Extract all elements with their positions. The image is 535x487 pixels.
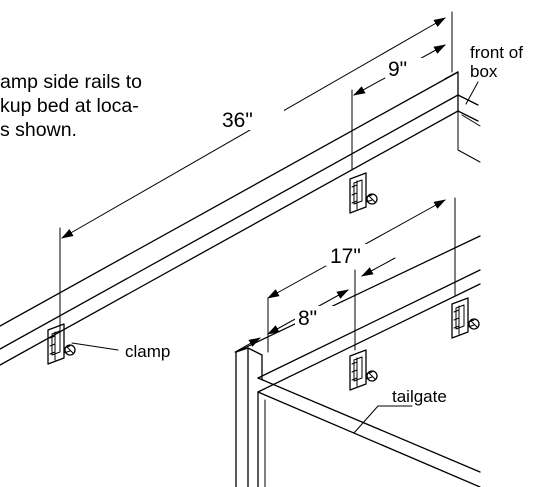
front-label-line-2: box [470, 62, 498, 81]
tailgate [257, 377, 481, 487]
dimension-17-label: 17" [330, 245, 361, 268]
clamp-3 [349, 349, 378, 391]
instruction-line-1: amp side rails to [0, 71, 142, 93]
clamp-label-text: clamp [125, 342, 170, 361]
instruction-line-3: s shown. [0, 119, 77, 141]
tailgate-label-text: tailgate [392, 387, 447, 406]
dimension-9: 9" [351, 44, 446, 171]
clamp-label: clamp [71, 342, 170, 361]
dimension-8-label: 8" [298, 307, 317, 330]
dimension-36-label: 36" [222, 109, 253, 132]
clamp-4 [451, 297, 480, 339]
front-label-line-1: front of [470, 43, 523, 62]
dimension-8: 8" [234, 257, 396, 353]
instruction-line-2: kup bed at loca- [0, 95, 139, 117]
clamp-2 [349, 172, 378, 214]
dimension-17: 17" [267, 197, 456, 299]
clamp-1 [47, 323, 76, 365]
front-of-box [457, 110, 481, 163]
dimension-9-label: 9" [388, 58, 407, 81]
front-of-box-label: front of box [465, 43, 523, 105]
bed-rails [235, 235, 481, 487]
instruction-text: amp side rails to kup bed at loca- s sho… [0, 71, 142, 141]
tailgate-label: tailgate [353, 387, 447, 434]
